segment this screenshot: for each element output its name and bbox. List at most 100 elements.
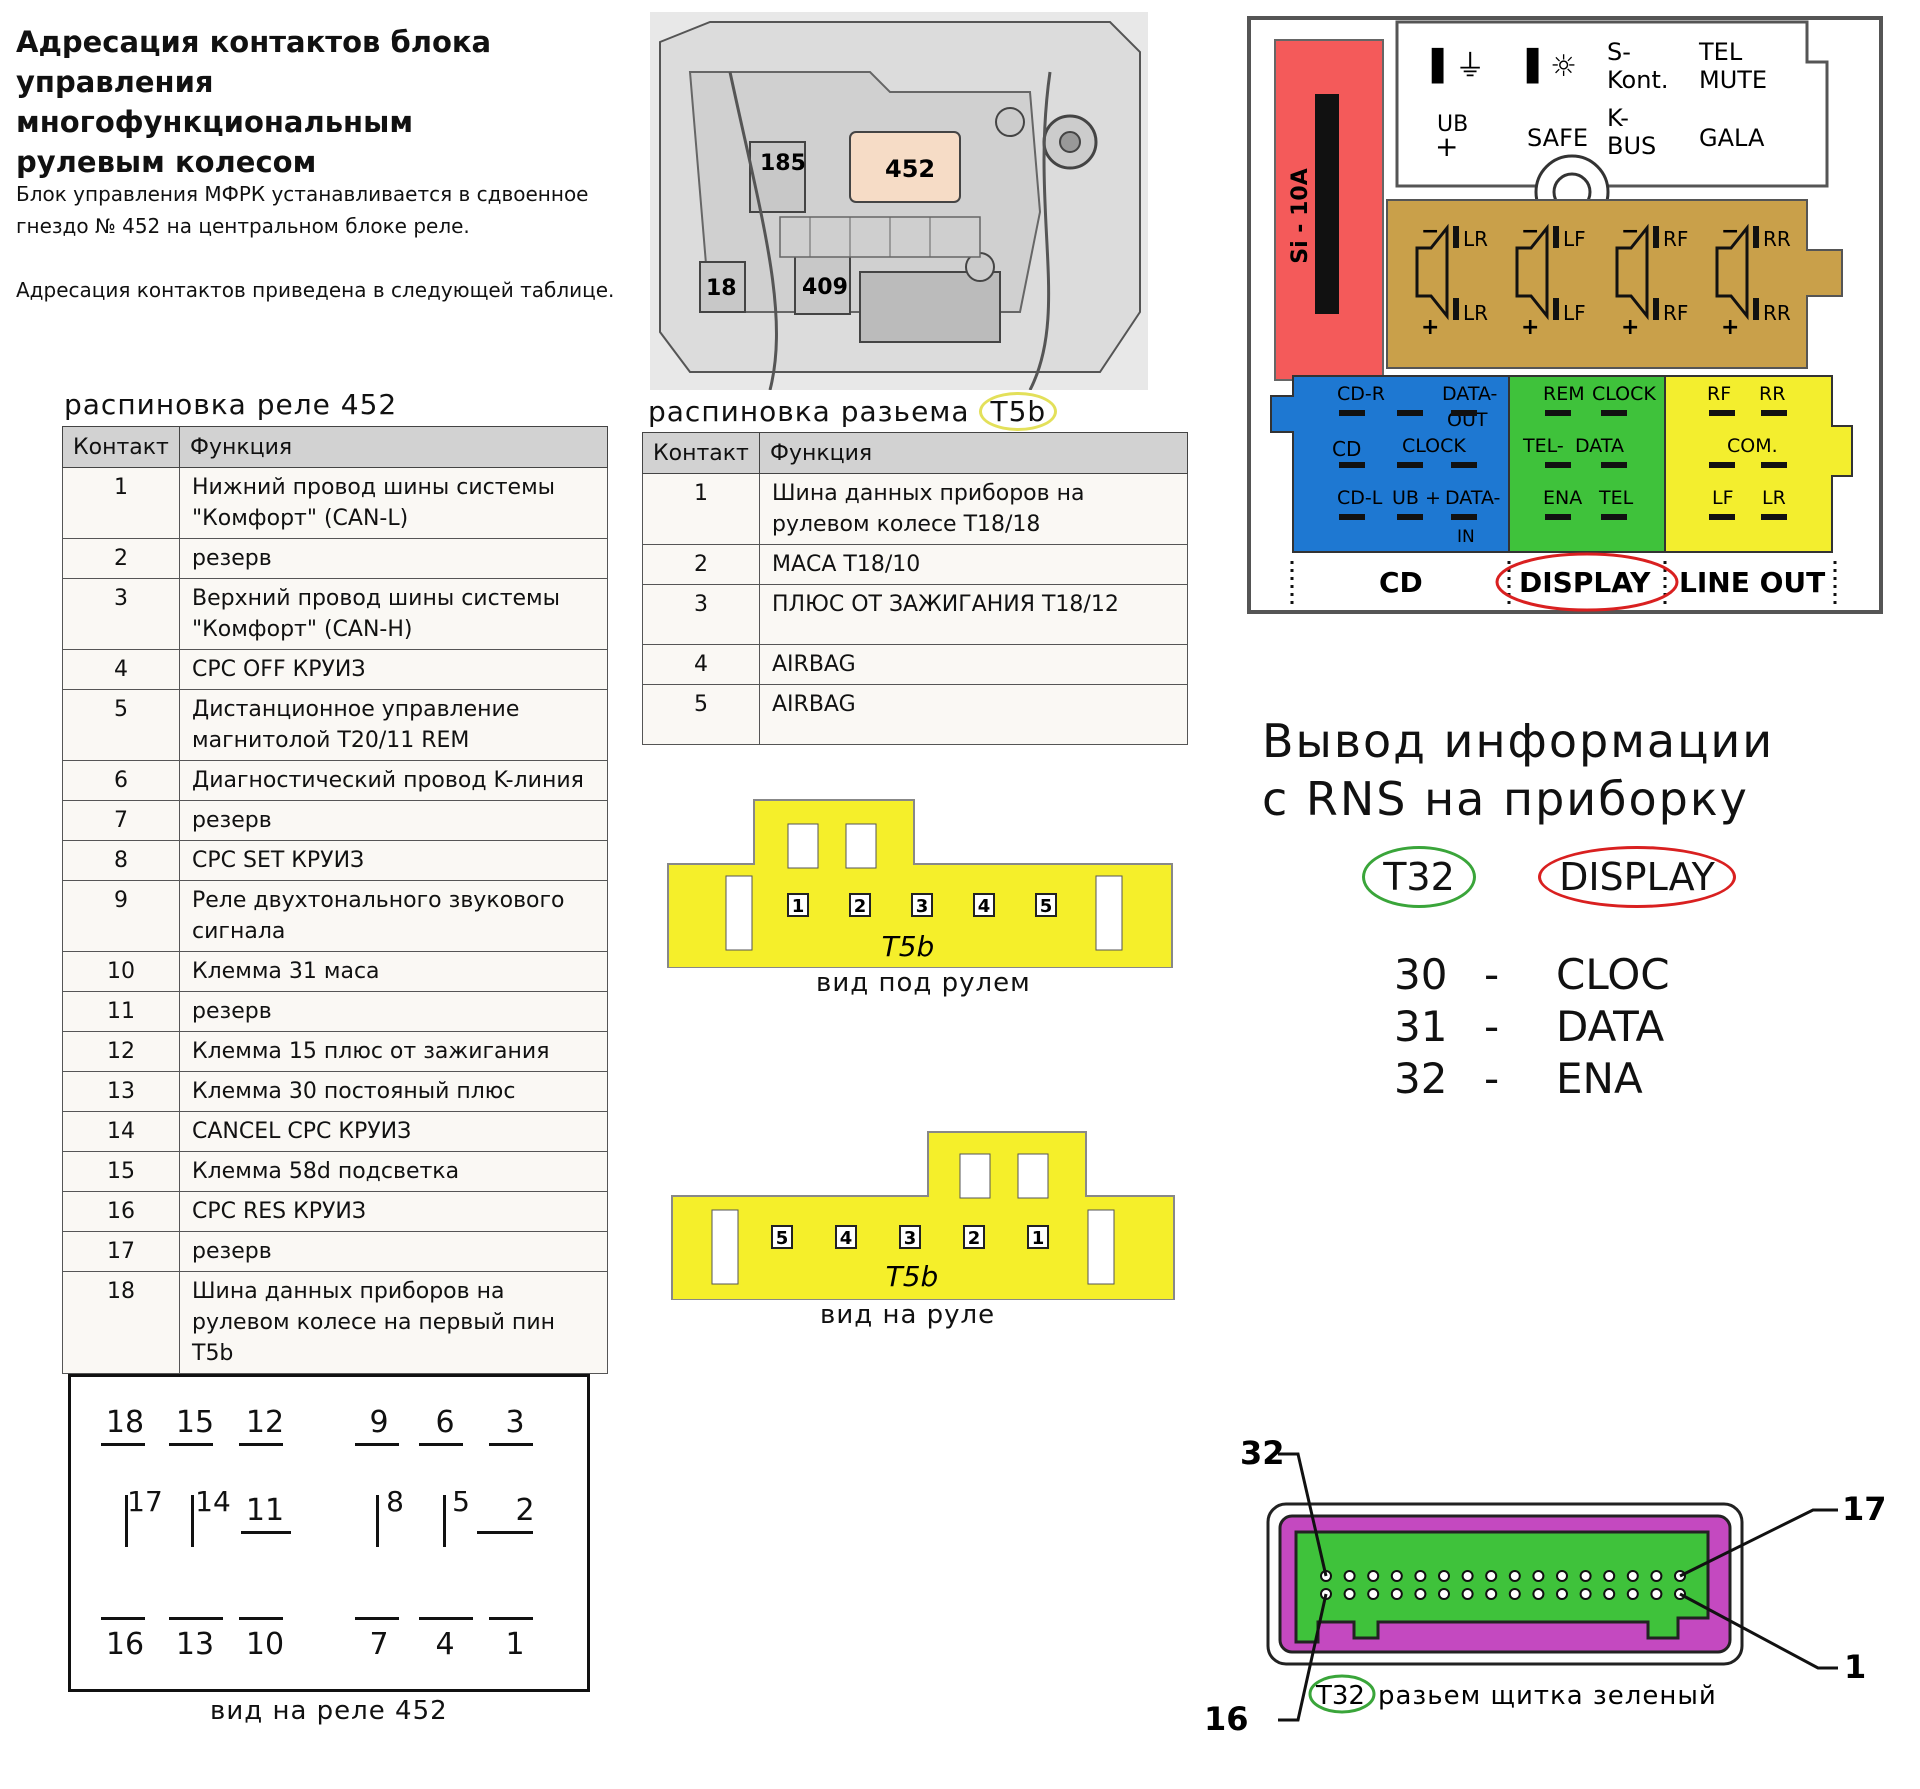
cd-label: UB + [1392,487,1441,509]
t5b-caption-text: распиновка разьема [648,395,970,428]
t32-pin [1579,1570,1592,1582]
speaker-label: LR [1463,301,1488,325]
plus-icon: + [1421,315,1439,340]
speaker-icon [1415,223,1449,321]
relay-contact [169,1617,223,1620]
speaker-pin [1553,226,1559,248]
cd-label: IN [1457,527,1475,547]
t5b-pin-box [1035,893,1057,917]
minus-icon: − [1721,219,1739,244]
t32-pin [1390,1588,1403,1600]
t32-pin [1461,1588,1474,1600]
t32-pin [1532,1588,1545,1600]
lineout-label: RR [1759,383,1785,405]
contact-number: 2 [62,538,180,579]
speaker-icon [1715,223,1749,321]
relay-contact [101,1617,145,1620]
speaker-pin [1753,298,1759,320]
relay-contact [125,1495,128,1547]
relay-pin: 2 [515,1493,535,1528]
contact-number: 4 [62,649,180,690]
contact-number: 10 [62,951,180,992]
t5b-pin-box [849,893,871,917]
display-label: REM [1543,383,1585,405]
t32-caption: разьем щитка зеленый [1378,1681,1717,1711]
cd-label: CD-L [1337,487,1383,509]
intro-paragraph-2: Адресация контактов приведена в следующе… [16,278,615,302]
t5b-pin-box [835,1225,857,1249]
intro-paragraph-1: Блок управления МФРК устанавливается в с… [16,182,589,238]
relay-contact [419,1617,473,1620]
plus-icon: + [1435,130,1458,163]
col-function: Функция [759,432,1188,474]
iso-power-label: UB [1437,112,1468,137]
relay-contact [169,1443,213,1446]
t32-pin [1438,1588,1450,1600]
contact-function: Клемма 58d подсветка [179,1151,608,1192]
iso-power-label: SAFE [1527,124,1588,152]
contact-function: Клемма 15 плюс от зажигания [179,1031,608,1072]
t5b-pin-box [973,893,995,917]
speaker-label: LF [1563,227,1586,251]
fuse-label-452: 452 [885,155,935,183]
t5b-pin-number: 3 [916,896,929,917]
relay-contact [191,1495,194,1547]
rns-title-line-2: с RNS на приборку [1262,772,1749,826]
group-display: DISPLAY [1519,566,1651,599]
contact-number: 4 [642,644,760,685]
t32-pin-17: 17 [1842,1490,1887,1528]
fuse-label-409: 409 [802,275,848,300]
relay-pin: 3 [505,1405,525,1440]
fuse-label: Si - 10A [1288,168,1313,263]
rns-map-dash: - [1484,1002,1500,1051]
iso-power-label: MUTE [1699,66,1767,94]
t5b-pin-number: 2 [968,1228,981,1249]
intro-text: Блок управления МФРК устанавливается в с… [16,178,636,338]
relay-pin: 8 [386,1485,404,1518]
relay-contact [355,1443,399,1446]
lineout-label: COM. [1727,435,1778,457]
relay-contact [239,1617,283,1620]
iso-power-label: K- [1607,104,1629,132]
relay-pin: 5 [452,1485,470,1518]
cd-label: CD [1332,437,1361,461]
speaker-icon [1615,223,1649,321]
cd-label: CLOCK [1402,435,1466,457]
group-lineout: LINE OUT [1679,566,1825,599]
contact-number: 3 [62,578,180,650]
ground-icon: ▌⏚ [1431,47,1485,84]
display-label: CLOCK [1592,383,1656,405]
t32-pin [1343,1570,1356,1582]
under-wheel-caption: вид под рулем [816,968,1031,998]
relay-table-caption: распиновка реле 452 [64,388,398,421]
lineout-label: RF [1707,383,1731,405]
display-label: TEL [1598,487,1634,509]
relay-contact [477,1531,533,1534]
lineout-label: LR [1762,487,1786,509]
contact-function: Клемма 31 маса [179,951,608,992]
t32-pin-32: 32 [1240,1434,1285,1472]
contact-function: резерв [179,800,608,841]
t32-pin-16: 16 [1204,1700,1249,1738]
t5b-pin-number: 4 [840,1228,853,1249]
t32-pin [1508,1570,1521,1582]
t5b-pin-number: 2 [854,896,867,917]
contact-function: Нижний провод шины системы "Комфорт" (CA… [179,467,608,539]
contact-function: Шина данных приборов на рулевом колесе н… [179,1271,608,1374]
contact-function: МАСА T18/10 [759,544,1188,585]
rns-map-sig: DATA [1556,1002,1665,1051]
contact-number: 5 [642,684,760,745]
contact-number: 15 [62,1151,180,1192]
rns-map-sig: ENA [1556,1054,1643,1103]
speaker-pin [1653,226,1659,248]
